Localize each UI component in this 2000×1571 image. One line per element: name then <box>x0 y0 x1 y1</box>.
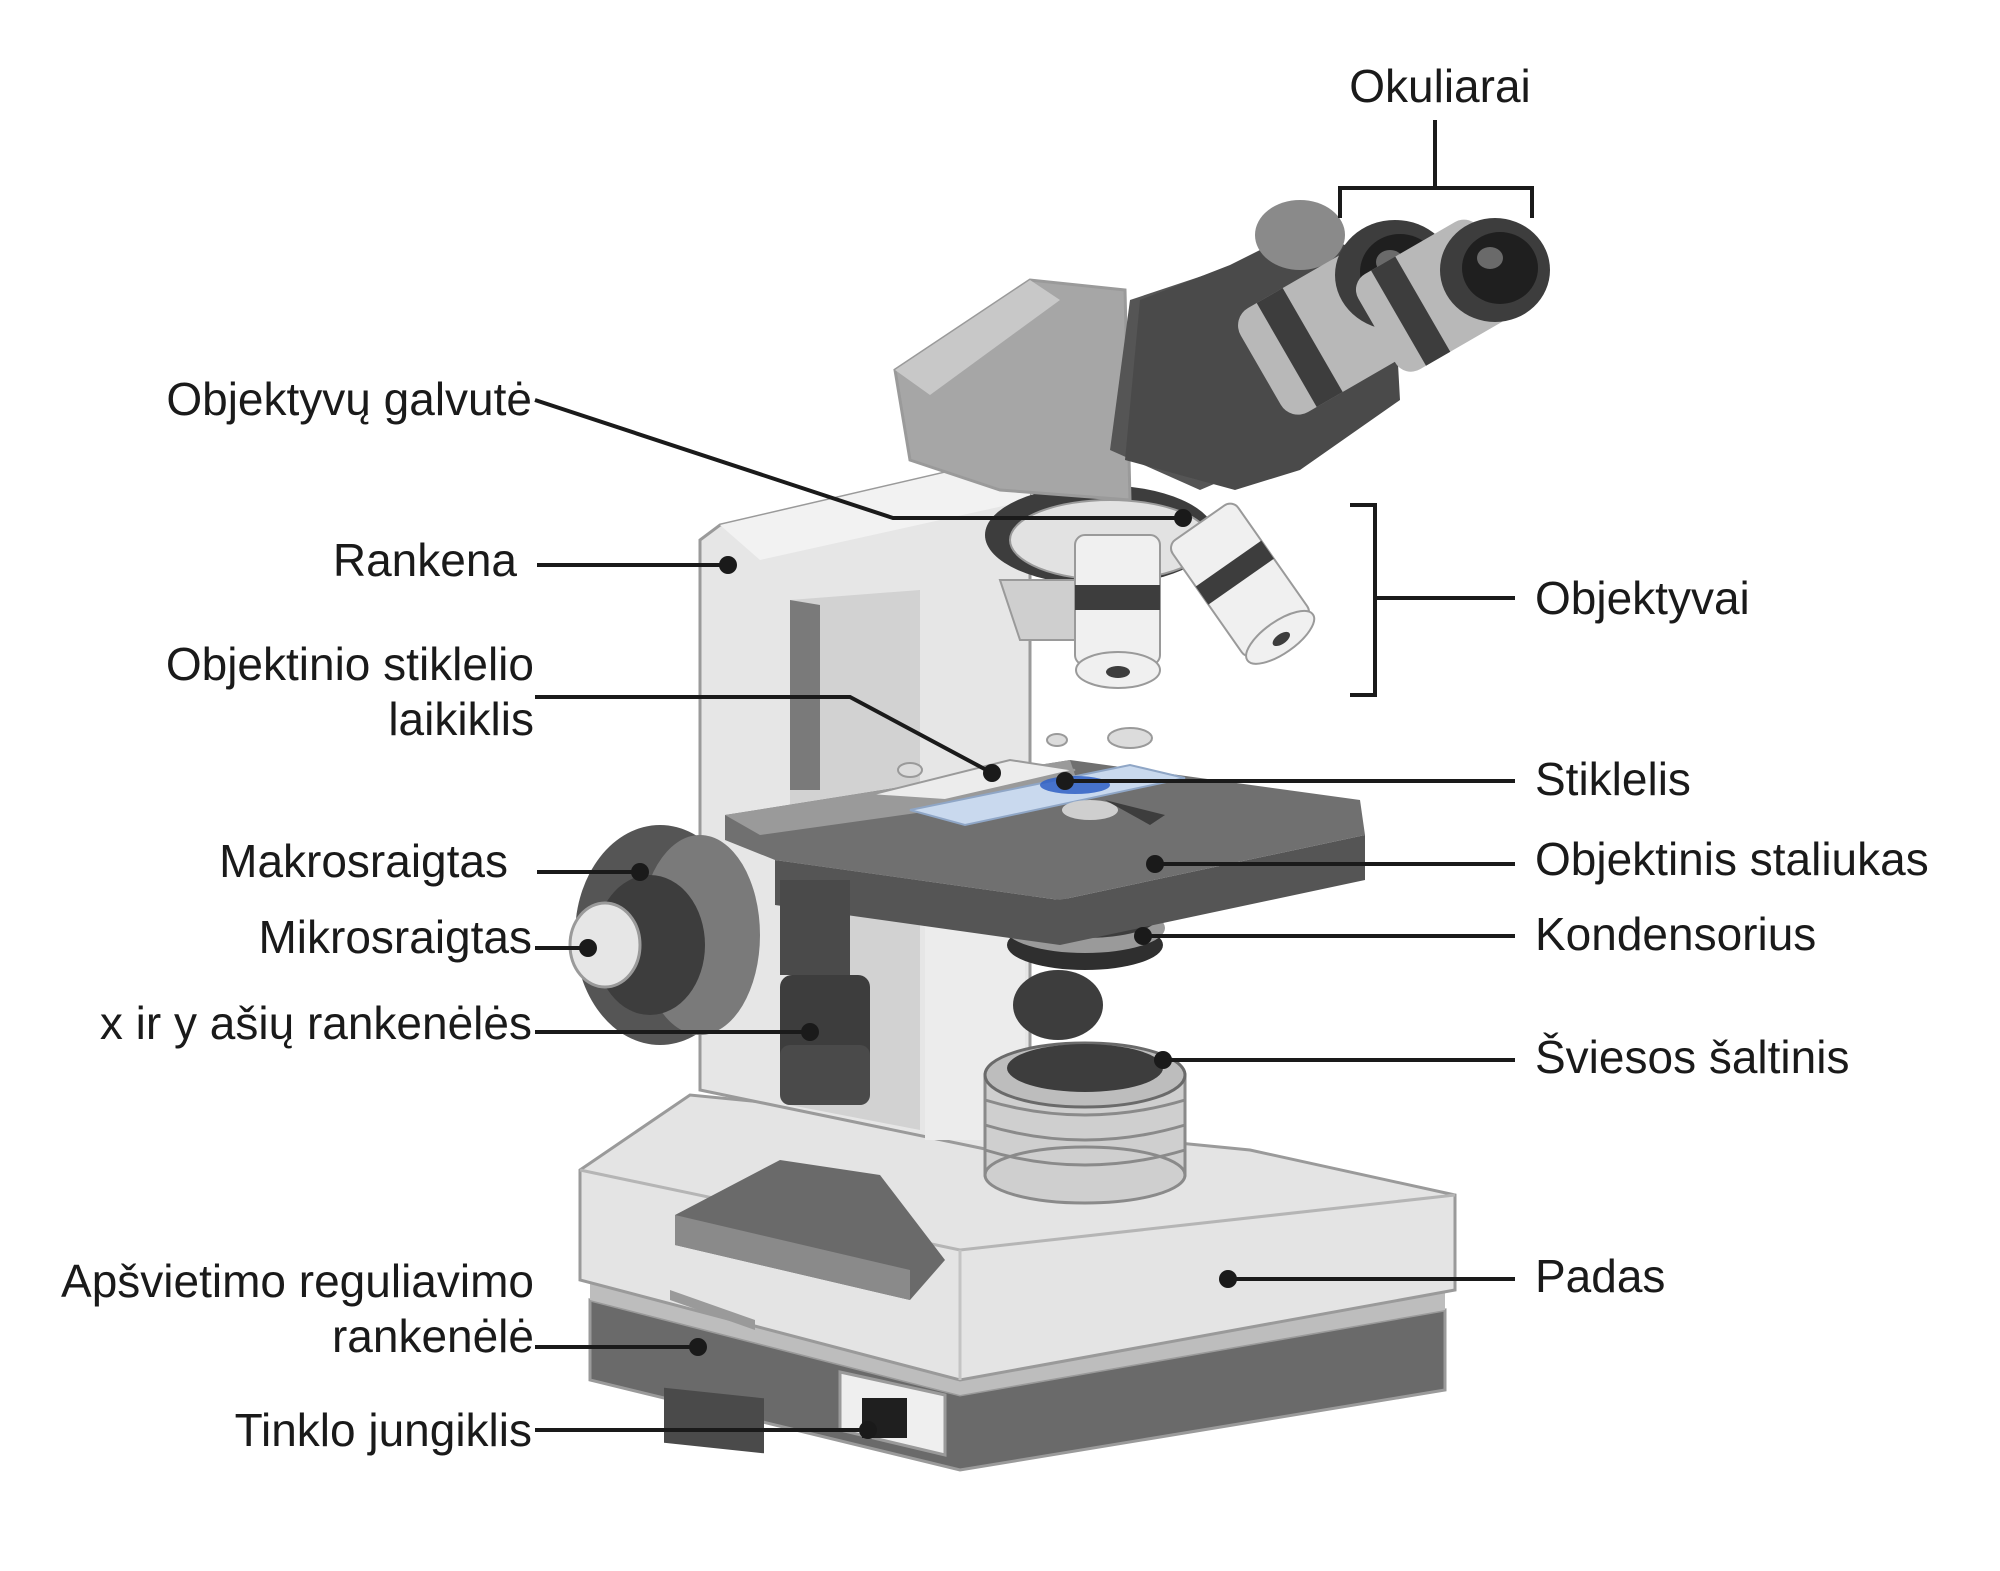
label-apsvietimo-line1: Apšvietimo reguliavimo <box>61 1255 534 1307</box>
label-rankena: Rankena <box>333 534 518 586</box>
makrosraigtas-dot <box>631 863 649 881</box>
label-padas: Padas <box>1535 1250 1665 1302</box>
objektyvai-bracket <box>1350 503 1515 697</box>
label-tinklo-jungiklis: Tinklo jungiklis <box>235 1404 532 1456</box>
head-illustration <box>893 200 1550 502</box>
label-objektyvu-galvute: Objektyvų galvutė <box>166 373 532 425</box>
label-sviesos-saltinis: Šviesos šaltinis <box>1535 1031 1849 1083</box>
padas-dot <box>1219 1270 1237 1288</box>
laikiklis-dot <box>983 764 1001 782</box>
leader-lines <box>534 120 1534 1439</box>
light-source-illustration <box>983 970 1187 1205</box>
label-mikrosraigtas: Mikrosraigtas <box>258 911 532 963</box>
label-laikiklis-line2: laikiklis <box>388 693 534 745</box>
okuliarai-bracket <box>1338 120 1534 218</box>
label-stiklelis: Stiklelis <box>1535 753 1691 805</box>
label-okuliarai: Okuliarai <box>1349 60 1531 112</box>
xy-dot <box>801 1023 819 1041</box>
staliukas-dot <box>1146 855 1164 873</box>
mikrosraigtas-dot <box>579 939 597 957</box>
kondensorius-dot <box>1134 927 1152 945</box>
label-objektinis-staliukas: Objektinis staliukas <box>1535 833 1929 885</box>
laikiklis-leader <box>535 695 993 775</box>
focus-knobs-illustration <box>568 825 870 1105</box>
objektyvu-galvute-dot <box>1174 509 1192 527</box>
stiklelis-dot <box>1056 772 1074 790</box>
sviesos-dot <box>1154 1051 1172 1069</box>
label-kondensorius: Kondensorius <box>1535 908 1816 960</box>
label-laikiklis-line1: Objektinio stiklelio <box>166 638 534 690</box>
tinklo-dot <box>859 1421 877 1439</box>
rankena-dot <box>719 556 737 574</box>
label-makrosraigtas: Makrosraigtas <box>219 835 508 887</box>
label-xy-rankeneles: x ir y ašių rankenėlės <box>100 997 532 1049</box>
apsvietimo-dot <box>689 1338 707 1356</box>
labels: Okuliarai Objektyvų galvutė Rankena Obje… <box>61 60 1929 1456</box>
microscope-illustration <box>568 200 1550 1472</box>
objectives-illustration <box>985 485 1316 689</box>
label-apsvietimo-line2: rankenėlė <box>332 1310 534 1362</box>
objektyvu-galvute-leader <box>534 398 1183 520</box>
label-objektyvai: Objektyvai <box>1535 572 1750 624</box>
